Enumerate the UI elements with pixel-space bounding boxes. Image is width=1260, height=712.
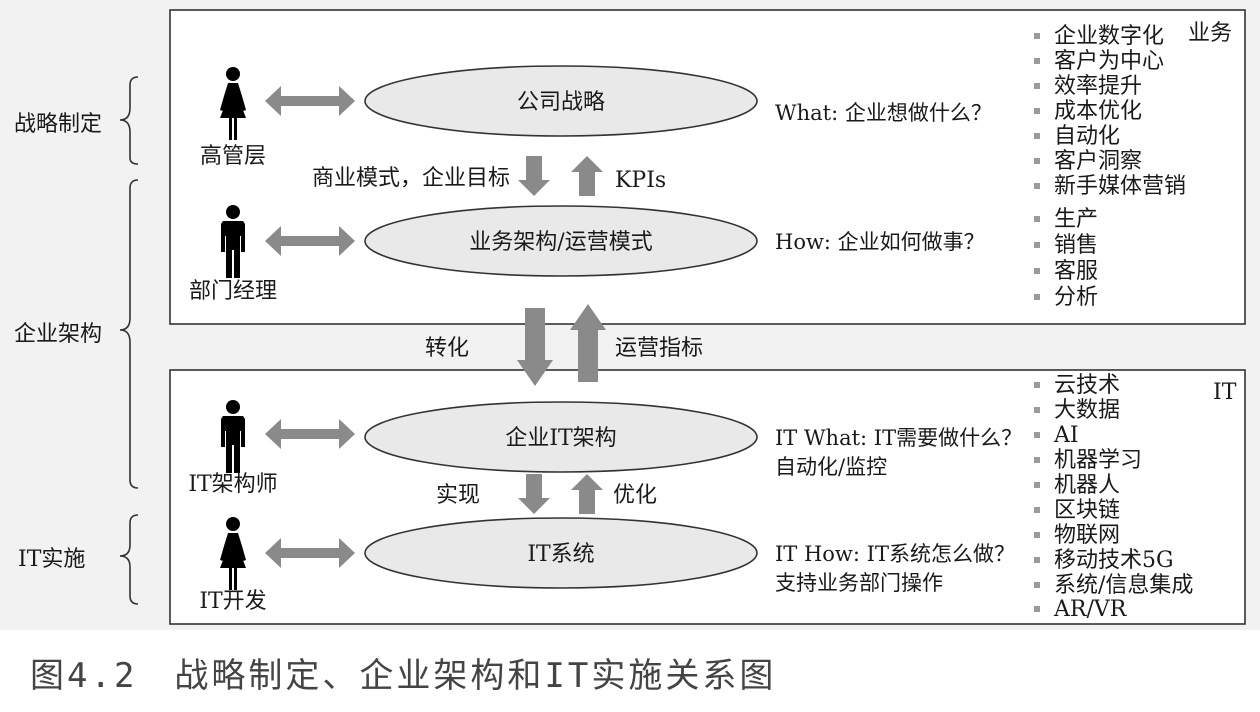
ellipse-business-architecture xyxy=(364,205,758,277)
it-tech-list: 云技术 大数据 AI 机器学习 机器人 区块链 物联网 移动技术5G 系统/信息… xyxy=(1034,373,1193,622)
list-item: 生产 xyxy=(1054,207,1098,232)
list-item: 企业数字化 xyxy=(1054,24,1164,49)
business-how-question: How: 企业如何做事？ xyxy=(775,230,985,254)
ellipse-company-strategy xyxy=(364,65,758,137)
ellipse-enterprise-it-architecture xyxy=(364,401,758,473)
business-how-list: 生产 销售 客服 分析 xyxy=(1034,207,1098,310)
list-bullet xyxy=(1034,58,1040,64)
business-what-list: 企业数字化 客户为中心 效率提升 成本优化 自动化 客户洞察 新手媒体营销 xyxy=(1034,24,1186,199)
role-it-architect: IT架构师 xyxy=(188,472,277,497)
list-item: 大数据 xyxy=(1054,398,1120,423)
list-bullet xyxy=(1034,183,1040,189)
list-bullet xyxy=(1034,532,1040,538)
list-bullet xyxy=(1034,268,1040,274)
business-box xyxy=(169,9,1246,325)
down-arrow-icon xyxy=(517,308,553,386)
enterprise-architecture-label: 企业架构 xyxy=(14,322,102,347)
it-what-detail: 自动化/监控 xyxy=(775,455,887,479)
operation-metrics-label: 运营指标 xyxy=(615,336,703,361)
it-how-question: IT How: IT系统怎么做？ xyxy=(775,542,1015,566)
diagram-background: 战略制定 企业架构 IT实施 业务 IT 高管层 部门经理 IT架构师 IT开发 xyxy=(0,0,1260,630)
optimize-label: 优化 xyxy=(613,483,657,508)
list-item: AR/VR xyxy=(1053,597,1128,622)
down-arrow-icon xyxy=(518,474,550,514)
implement-label: 实现 xyxy=(436,483,480,508)
list-bullet xyxy=(1034,482,1040,488)
it-corner-label: IT xyxy=(1213,380,1237,405)
list-bullet xyxy=(1034,507,1040,513)
down-arrow-icon xyxy=(518,156,550,196)
list-item: 区块链 xyxy=(1054,498,1120,523)
strategy-label: 战略制定 xyxy=(14,112,102,137)
list-bullet xyxy=(1034,216,1040,222)
list-bullet xyxy=(1034,606,1040,612)
list-item: 机器学习 xyxy=(1054,448,1142,473)
list-bullet xyxy=(1034,457,1040,463)
it-implementation-label: IT实施 xyxy=(18,547,85,572)
list-bullet xyxy=(1034,108,1040,114)
list-bullet xyxy=(1034,33,1040,39)
list-item: 分析 xyxy=(1054,285,1098,310)
it-how-detail: 支持业务部门操作 xyxy=(775,571,943,595)
architecture-brace xyxy=(119,179,139,489)
list-item: 云技术 xyxy=(1054,373,1120,398)
list-item: 客户为中心 xyxy=(1054,49,1164,74)
role-dept-managers: 部门经理 xyxy=(189,279,277,304)
list-item: 物联网 xyxy=(1054,523,1120,548)
list-bullet xyxy=(1034,432,1040,438)
company-strategy-text: 公司战略 xyxy=(517,90,605,115)
list-item: 移动技术5G xyxy=(1054,548,1174,573)
list-bullet xyxy=(1034,133,1040,139)
strategy-brace xyxy=(119,76,139,165)
ellipse-it-system xyxy=(364,517,758,589)
list-bullet xyxy=(1034,242,1040,248)
role-executives: 高管层 xyxy=(200,144,266,169)
kpis-label: KPIs xyxy=(615,168,666,193)
list-item: 客户洞察 xyxy=(1054,149,1142,174)
transformation-label: 转化 xyxy=(425,336,469,361)
list-bullet xyxy=(1034,582,1040,588)
role-it-developer: IT开发 xyxy=(199,589,266,614)
enterprise-it-architecture-text: 企业IT架构 xyxy=(505,426,616,451)
business-architecture-text: 业务架构/运营模式 xyxy=(469,230,652,255)
business-what-question: What: 企业想做什么？ xyxy=(775,101,992,125)
up-arrow-icon xyxy=(571,474,603,514)
list-bullet xyxy=(1034,382,1040,388)
it-box xyxy=(169,369,1246,625)
it-system-text: IT系统 xyxy=(527,542,594,567)
list-item: 销售 xyxy=(1054,233,1098,258)
up-arrow-icon xyxy=(571,156,603,196)
list-bullet xyxy=(1034,294,1040,300)
list-item: AI xyxy=(1053,423,1079,448)
list-bullet xyxy=(1034,83,1040,89)
business-model-goals-label: 商业模式，企业目标 xyxy=(312,166,510,191)
list-bullet xyxy=(1034,158,1040,164)
business-corner-label: 业务 xyxy=(1188,21,1232,46)
list-item: 效率提升 xyxy=(1054,74,1142,99)
relationship-diagram: 战略制定 企业架构 IT实施 业务 IT 高管层 部门经理 IT架构师 IT开发 xyxy=(14,9,1246,625)
list-item: 机器人 xyxy=(1054,473,1120,498)
it-what-question: IT What: IT需要做什么？ xyxy=(775,426,1022,450)
figure-caption: 图4.2 战略制定、企业架构和IT实施关系图 xyxy=(30,656,777,696)
list-item: 客服 xyxy=(1054,259,1098,284)
list-item: 自动化 xyxy=(1054,124,1120,149)
list-item: 新手媒体营销 xyxy=(1054,174,1186,199)
up-arrow-icon xyxy=(570,304,606,382)
list-bullet xyxy=(1034,407,1040,413)
list-item: 系统/信息集成 xyxy=(1054,573,1193,598)
list-bullet xyxy=(1034,557,1040,563)
list-item: 成本优化 xyxy=(1054,99,1142,124)
implementation-brace xyxy=(119,514,139,605)
